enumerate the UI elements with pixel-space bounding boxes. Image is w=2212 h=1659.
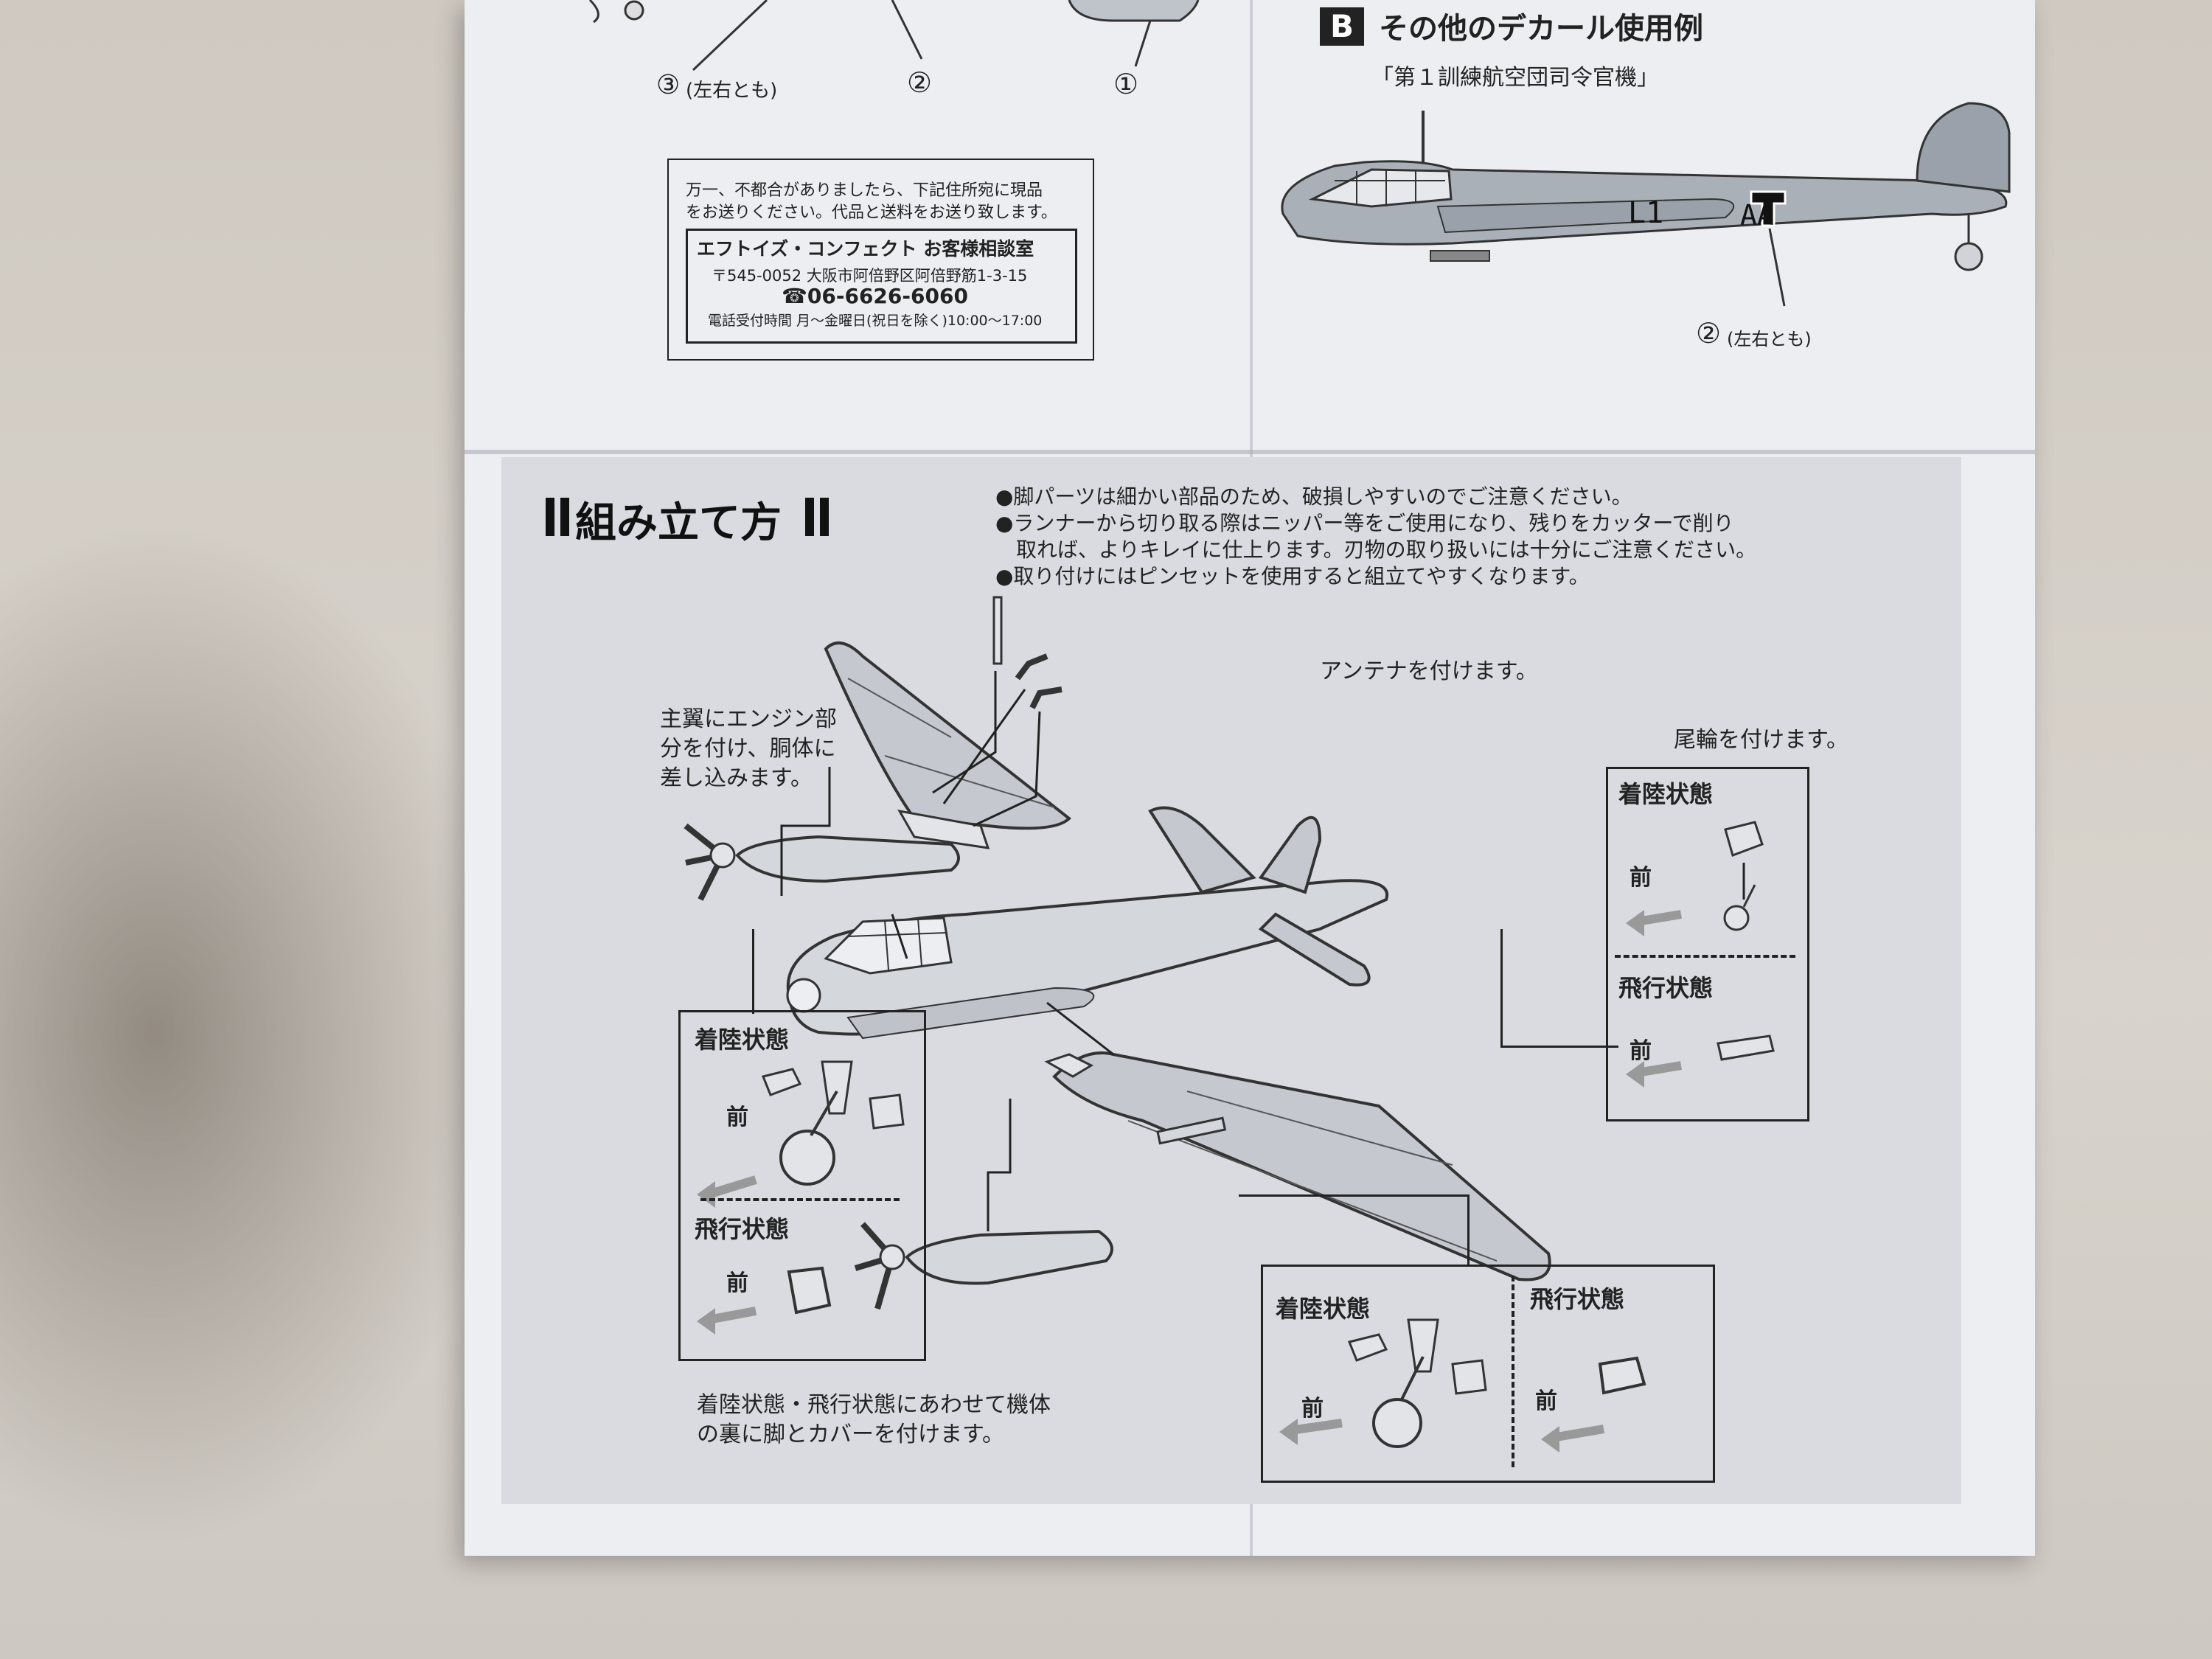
assembly-title-bar-left — [546, 498, 554, 536]
section-b-callout: ② — [1696, 317, 1722, 349]
tail-flight-front: 前 — [1630, 1038, 1652, 1064]
left-gear-divider — [700, 1198, 900, 1201]
hours: 電話受付時間 月～金曜日(祝日を除く)10:00～17:00 — [708, 313, 1043, 329]
horizontal-fold — [465, 450, 2035, 454]
wing-label-3: 差し込みます。 — [660, 765, 813, 791]
wing-label-2: 分を付け、胴体に — [660, 736, 836, 762]
connector-right-h — [1239, 1194, 1467, 1197]
instruction-sheet: ③ (左右とも) ② ① 万一、不都合がありましたら、下記住所宛に現品 をお送り… — [465, 0, 2035, 1556]
company-name: エフトイズ・コンフェクト お客様相談室 — [697, 238, 1034, 260]
tailwheel-label: 尾輪を付けます。 — [1674, 727, 1848, 753]
antenna-label: アンテナを付けます。 — [1320, 658, 1538, 684]
callout-3-note: (左右とも) — [686, 80, 778, 102]
section-b-subtitle: 「第１訓練航空団司令官機」 — [1371, 65, 1659, 91]
address: 〒545-0052 大阪市阿倍野区阿倍野筋1-3-15 — [712, 267, 1028, 285]
left-flight-front: 前 — [726, 1270, 748, 1296]
assembly-title-bar-right — [805, 498, 814, 536]
assembly-note-2: ●ランナーから切り取る際はニッパー等をご使用になり、残りをカッターで削り — [995, 511, 1734, 535]
connector-tail-v — [1500, 929, 1503, 1047]
top-aircraft-fragment — [588, 0, 1200, 72]
section-b-badge: B — [1320, 7, 1364, 46]
connector-right-v — [1467, 1194, 1470, 1265]
tail-gear-box — [1606, 767, 1809, 1121]
left-landing-front: 前 — [726, 1105, 748, 1130]
section-b-callout-note: (左右とも) — [1727, 329, 1812, 349]
assembly-title-bar-left2 — [560, 498, 569, 536]
callout-3: ③ — [656, 70, 681, 100]
connector-tail-h — [1500, 1046, 1618, 1048]
marking-right: AA — [1740, 199, 1774, 232]
tail-gear-divider — [1615, 955, 1795, 958]
notice-line1: 万一、不都合がありましたら、下記住所宛に現品 — [686, 181, 1043, 200]
left-gear-box — [678, 1010, 926, 1361]
section-b-title: その他のデカール使用例 — [1379, 12, 1703, 46]
notice-line2: をお送りください。代品と送料をお送り致します。 — [686, 204, 1057, 222]
tail-landing-front: 前 — [1630, 865, 1652, 891]
tail-landing-label: 着陸状態 — [1618, 780, 1714, 808]
right-landing-label: 着陸状態 — [1276, 1295, 1371, 1323]
assembly-note-4: ●取り付けにはピンセットを使用すると組立てやすくなります。 — [995, 564, 1590, 588]
left-landing-label: 着陸状態 — [695, 1026, 790, 1054]
right-flight-front: 前 — [1535, 1388, 1557, 1414]
assembly-panel: 組み立て方 ●脚パーツは細かい部品のため、破損しやすいのでご注意ください。 ●ラ… — [501, 457, 1961, 1504]
contact-box — [686, 229, 1077, 344]
assembly-note-3: 取れば、よりキレイに仕上ります。刃物の取り扱いには十分にご注意ください。 — [995, 538, 1757, 562]
exploded-assembly-drawing — [684, 596, 1551, 1310]
gear-label-1: 着陸状態・飛行状態にあわせて機体 — [697, 1392, 1051, 1418]
tail-landing-parts — [1626, 821, 1764, 936]
left-flight-label: 飛行状態 — [695, 1215, 790, 1243]
tail-flight-cover — [1626, 1034, 1775, 1088]
callout-1: ① — [1113, 68, 1139, 100]
customer-notice-box — [667, 159, 1094, 361]
assembly-title-bar-right2 — [820, 498, 829, 536]
background-shadow — [0, 516, 516, 1548]
ju88-side-view — [1281, 102, 2011, 307]
right-gear-box — [1261, 1265, 1715, 1483]
wing-label-1: 主翼にエンジン部 — [660, 706, 837, 732]
callout-2: ② — [907, 66, 933, 99]
right-flight-label: 飛行状態 — [1530, 1285, 1625, 1313]
phone: ☎06-6626-6060 — [782, 284, 968, 308]
left-flight-cover — [697, 1266, 832, 1335]
assembly-title: 組み立て方 — [575, 499, 782, 547]
right-landing-gear-parts — [1279, 1318, 1487, 1448]
marking-left: L1 — [1628, 196, 1664, 230]
left-landing-gear-parts — [697, 1060, 905, 1208]
right-flight-cover — [1541, 1356, 1646, 1453]
connector-left — [752, 929, 754, 1014]
right-gear-divider — [1512, 1276, 1514, 1467]
gear-label-2: の裏に脚とカバーを付けます。 — [697, 1422, 1004, 1447]
right-landing-front: 前 — [1301, 1396, 1324, 1422]
assembly-note-1: ●脚パーツは細かい部品のため、破損しやすいのでご注意ください。 — [995, 484, 1632, 509]
tail-flight-label: 飛行状態 — [1618, 974, 1714, 1002]
